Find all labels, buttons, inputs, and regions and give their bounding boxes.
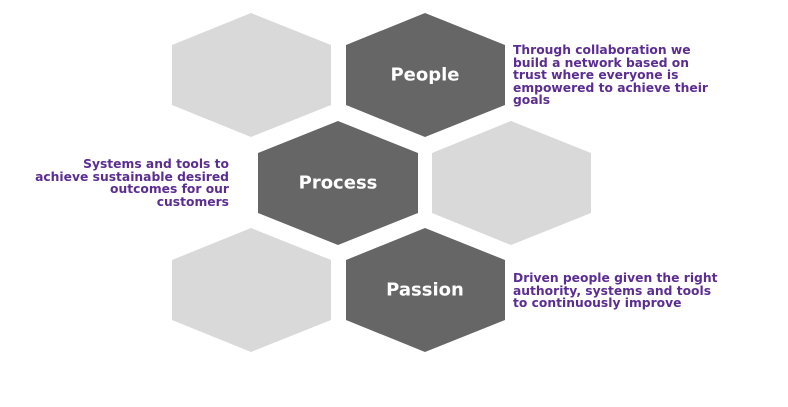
people-description-line: Through collaboration we bbox=[513, 43, 691, 57]
passion-description: Driven people given the right authority,… bbox=[513, 272, 717, 310]
process-description-line: achieve sustainable desired bbox=[35, 169, 229, 184]
passion-description-line: to continuously improve bbox=[513, 296, 682, 311]
process-description-line: customers bbox=[156, 194, 229, 209]
process-label: Process bbox=[299, 173, 378, 194]
people-description-line: trust where everyone is bbox=[513, 68, 679, 83]
blank-hexagon-bottom-left bbox=[172, 228, 331, 352]
process-description-line: Systems and tools to bbox=[83, 157, 229, 171]
blank-hexagon-top-left bbox=[172, 13, 331, 137]
process-description: Systems and tools to achieve sustainable… bbox=[35, 158, 229, 208]
passion-label: Passion bbox=[386, 280, 464, 301]
blank-hexagon-middle-right bbox=[432, 121, 591, 245]
people-hexagon bbox=[346, 13, 505, 137]
people-description-line: empowered to achieve their bbox=[513, 80, 708, 95]
people-description: Through collaboration we build a network… bbox=[513, 44, 708, 107]
passion-description-line: Driven people given the right bbox=[513, 271, 718, 285]
process-description-line: outcomes for our bbox=[110, 182, 229, 197]
process-hexagon bbox=[258, 121, 418, 245]
passion-hexagon bbox=[346, 228, 505, 352]
people-description-line: build a network based on bbox=[513, 55, 689, 70]
people-label: People bbox=[390, 65, 459, 86]
people-description-line: goals bbox=[513, 93, 551, 108]
passion-description-line: authority, systems and tools bbox=[513, 283, 712, 298]
